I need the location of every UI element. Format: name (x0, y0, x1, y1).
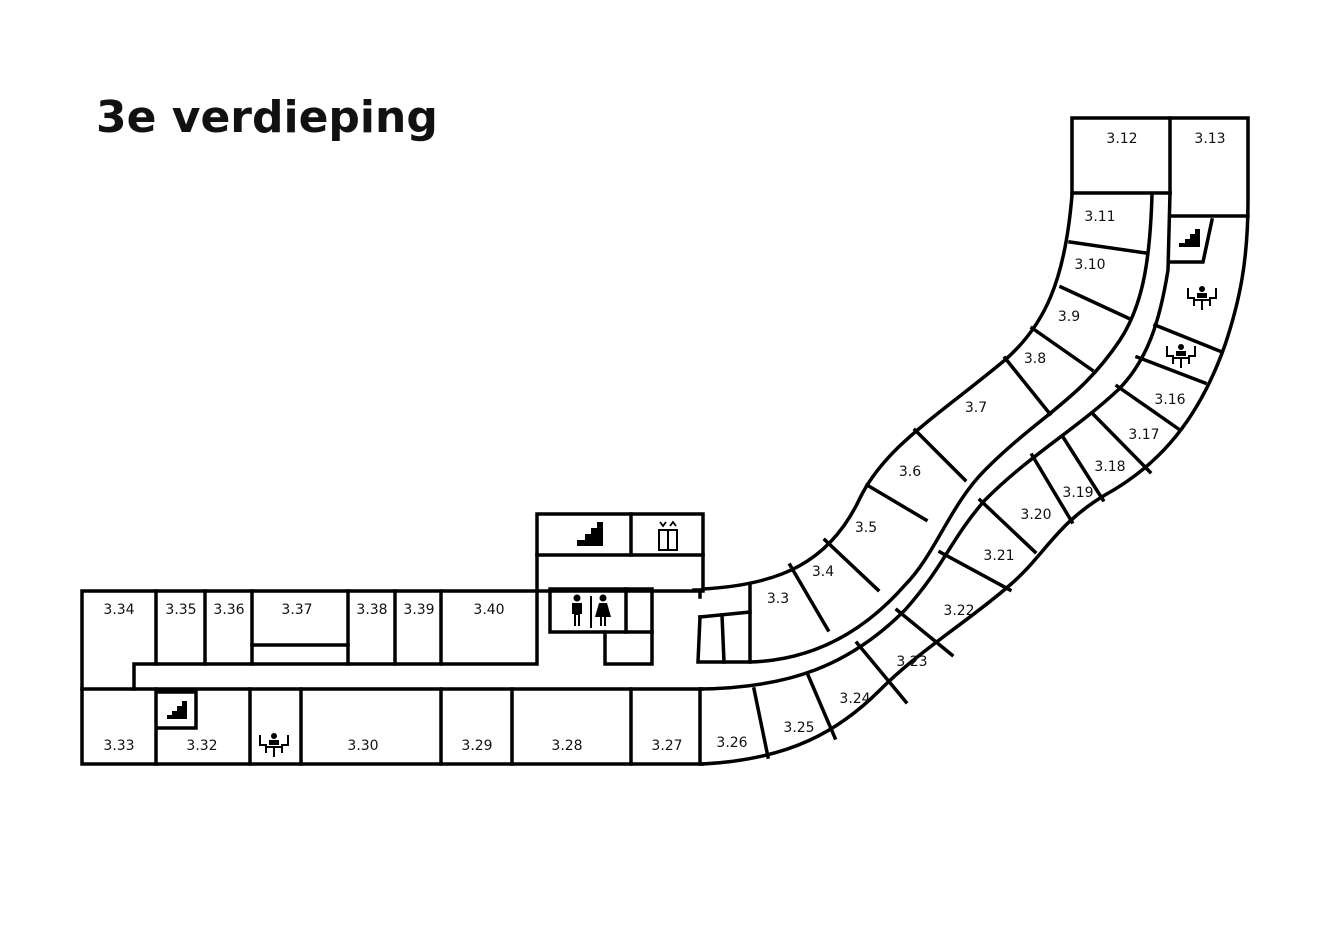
room-label-3.21[interactable]: 3.21 (983, 548, 1014, 564)
room-label-3.40[interactable]: 3.40 (473, 602, 504, 618)
room-label-3.26[interactable]: 3.26 (716, 735, 747, 751)
room-label-3.36[interactable]: 3.36 (213, 602, 244, 618)
room-label-3.22[interactable]: 3.22 (943, 603, 974, 619)
room-label-3.5[interactable]: 3.5 (855, 520, 877, 536)
room-label-3.9[interactable]: 3.9 (1058, 309, 1080, 325)
room-labels: 3.3 3.4 3.5 3.6 3.7 3.8 3.9 3.10 3.11 3.… (103, 131, 1225, 754)
west-wing-walls (80, 512, 705, 766)
stairs-icon (577, 522, 603, 546)
room-label-3.24[interactable]: 3.24 (839, 691, 870, 707)
curved-wing-walls (692, 116, 1250, 766)
room-label-3.32[interactable]: 3.32 (186, 738, 217, 754)
room-label-3.23[interactable]: 3.23 (896, 654, 927, 670)
room-label-3.16[interactable]: 3.16 (1154, 392, 1185, 408)
meeting-area-icon (1166, 344, 1196, 368)
room-label-3.35[interactable]: 3.35 (165, 602, 196, 618)
restroom-icon (572, 594, 611, 628)
room-label-3.6[interactable]: 3.6 (899, 464, 921, 480)
room-label-3.8[interactable]: 3.8 (1024, 351, 1046, 367)
room-label-3.20[interactable]: 3.20 (1020, 507, 1051, 523)
stairs-icon (167, 701, 187, 719)
room-label-3.30[interactable]: 3.30 (347, 738, 378, 754)
room-label-3.4[interactable]: 3.4 (812, 564, 834, 580)
room-label-3.28[interactable]: 3.28 (551, 738, 582, 754)
room-label-3.11[interactable]: 3.11 (1084, 209, 1115, 225)
room-label-3.7[interactable]: 3.7 (965, 400, 987, 416)
room-label-3.3[interactable]: 3.3 (767, 591, 789, 607)
room-label-3.18[interactable]: 3.18 (1094, 459, 1125, 475)
meeting-area-icon (259, 733, 289, 757)
room-label-3.10[interactable]: 3.10 (1074, 257, 1105, 273)
room-label-3.29[interactable]: 3.29 (461, 738, 492, 754)
meeting-area-icon (1187, 286, 1217, 310)
floor-title: 3e verdieping (96, 92, 438, 143)
room-label-3.39[interactable]: 3.39 (403, 602, 434, 618)
room-label-3.27[interactable]: 3.27 (651, 738, 682, 754)
room-label-3.25[interactable]: 3.25 (783, 720, 814, 736)
room-label-3.33[interactable]: 3.33 (103, 738, 134, 754)
room-label-3.38[interactable]: 3.38 (356, 602, 387, 618)
room-label-3.12[interactable]: 3.12 (1106, 131, 1137, 147)
room-label-3.13[interactable]: 3.13 (1194, 131, 1225, 147)
room-label-3.34[interactable]: 3.34 (103, 602, 134, 618)
room-label-3.37[interactable]: 3.37 (281, 602, 312, 618)
elevator-icon (658, 520, 678, 551)
stairs-icon (1179, 229, 1200, 247)
room-label-3.19[interactable]: 3.19 (1062, 485, 1093, 501)
room-label-3.17[interactable]: 3.17 (1128, 427, 1159, 443)
